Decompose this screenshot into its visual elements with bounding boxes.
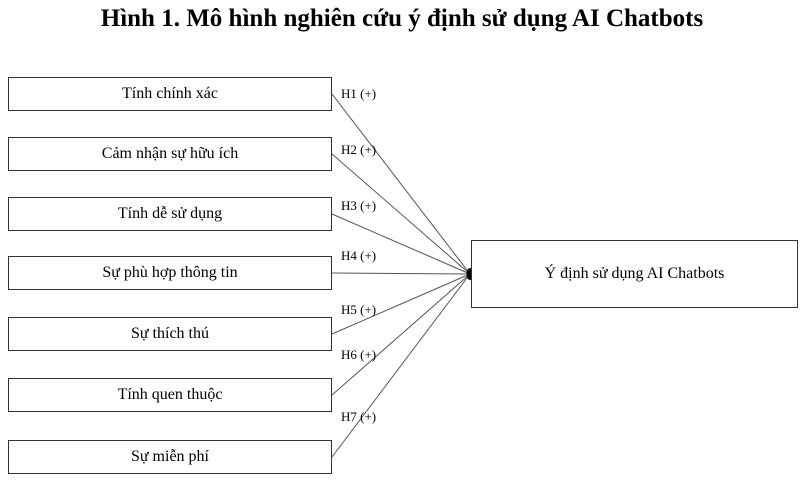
hypothesis-label-h2: H2 (+): [341, 142, 377, 157]
connector-line-h2: [331, 153, 471, 275]
figure-title: Hình 1. Mô hình nghiên cứu ý định sử dụn…: [100, 5, 704, 32]
connector-line-h1: [331, 93, 471, 275]
factor-box-familiarity: Tính quen thuộc: [8, 378, 332, 412]
factor-box-information-fit: Sự phù hợp thông tin: [8, 256, 332, 290]
factor-label: Sự miễn phí: [130, 448, 209, 465]
hypothesis-label-h6: H6 (+): [341, 347, 377, 362]
factor-label: Tính dễ sử dụng: [117, 205, 223, 222]
outcome-label: Ý định sử dụng AI Chatbots: [544, 265, 725, 282]
factor-label: Tính quen thuộc: [117, 386, 223, 403]
connector-line-h3: [331, 213, 471, 275]
connector-line-h7: [331, 273, 471, 458]
hypothesis-label-h7: H7 (+): [341, 409, 377, 424]
hypothesis-label-h4: H4 (+): [341, 248, 377, 263]
factor-box-free-of-charge: Sự miễn phí: [8, 440, 332, 474]
factor-label: Cảm nhận sự hữu ích: [101, 145, 239, 162]
connector-line-h4: [331, 272, 471, 275]
hypothesis-label-h1: H1 (+): [341, 86, 377, 101]
factor-label: Sự thích thú: [130, 325, 209, 342]
outcome-box-intention-to-use: Ý định sử dụng AI Chatbots: [471, 240, 798, 308]
connector-line-h6: [331, 273, 471, 396]
factor-box-enjoyment: Sự thích thú: [8, 317, 332, 351]
factor-box-accuracy: Tính chính xác: [8, 77, 332, 111]
factor-label: Sự phù hợp thông tin: [102, 264, 238, 281]
factor-box-perceived-usefulness: Cảm nhận sự hữu ích: [8, 137, 332, 171]
hypothesis-label-h5: H5 (+): [341, 302, 377, 317]
factor-label: Tính chính xác: [122, 85, 218, 102]
factor-box-ease-of-use: Tính dễ sử dụng: [8, 197, 332, 231]
hypothesis-label-h3: H3 (+): [341, 198, 377, 213]
connector-line-h5: [331, 273, 471, 335]
